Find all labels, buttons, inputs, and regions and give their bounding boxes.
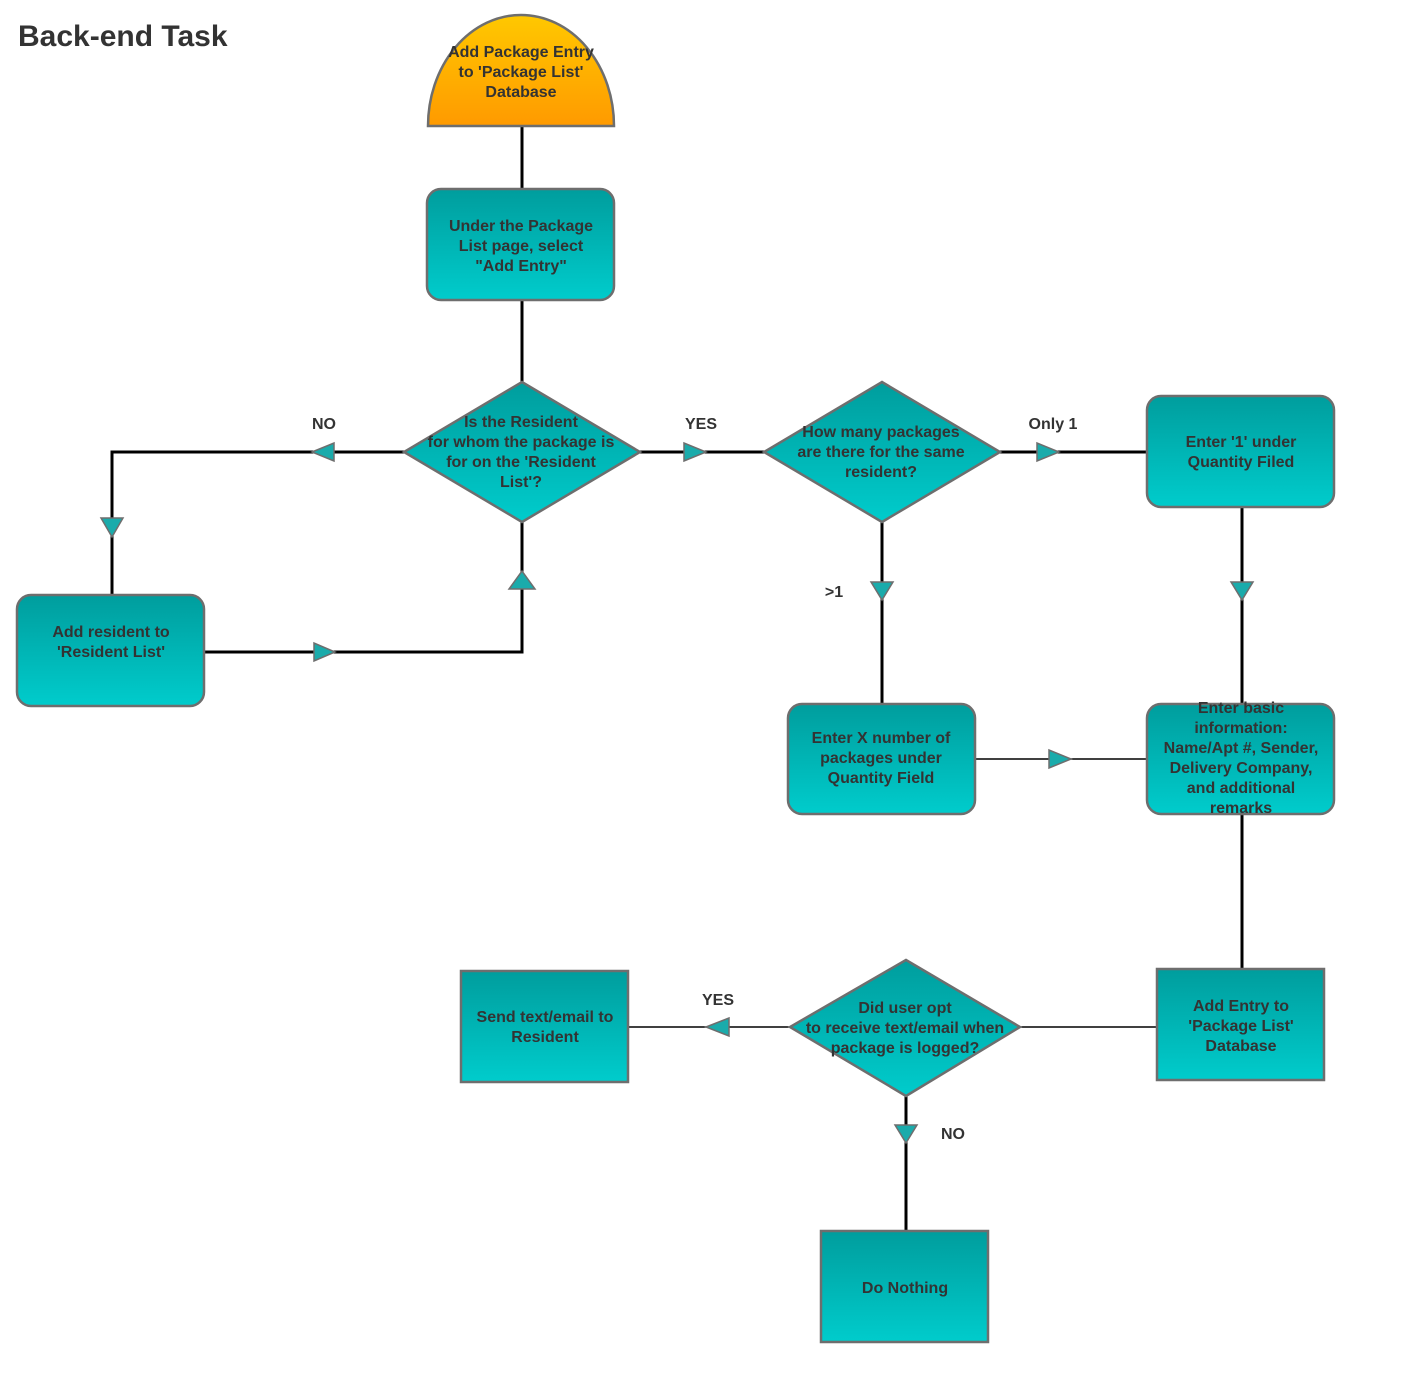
arrow-right-icon (683, 441, 708, 463)
node-label-line: 'Package List' (1188, 1018, 1293, 1035)
node-send-text-text: Send text/email to Resident (477, 1009, 614, 1046)
connector-decision-no-to-add-resident (110, 450, 404, 595)
node-do-nothing: Do Nothing (819, 1229, 990, 1344)
node-label-line: to 'Package List' (459, 64, 584, 81)
decision-resident-check: Is the Resident for whom the package is fo… (401, 380, 643, 524)
node-label-line: List page, select (459, 238, 584, 255)
decision-how-many-text: How many packages are there for the same r… (797, 424, 964, 481)
node-label-line: Enter '1' under (1186, 434, 1297, 451)
node-label-line: and additional (1187, 780, 1295, 797)
node-label-line: List'? (500, 474, 542, 491)
node-label-line: information: (1194, 720, 1287, 737)
decision-resident-check-text: Is the Resident for whom the package is fo… (428, 414, 615, 491)
decision-opt-in-text: Did user opt to receive text/email when pa… (806, 1000, 1004, 1057)
node-label-line: to receive text/email when (806, 1020, 1004, 1037)
node-label-line: How many packages (802, 424, 960, 441)
arrow-left-icon (703, 1016, 730, 1038)
arrowheads (99, 441, 1255, 1145)
node-label-line: Is the Resident (464, 414, 578, 431)
node-label-line: Quantity Filed (1188, 454, 1295, 471)
arrow-down-icon (869, 581, 895, 602)
node-label-line: Did user opt (858, 1000, 952, 1017)
node-label-line: Delivery Company, (1170, 760, 1313, 777)
node-add-resident: Add resident to 'Resident List' (15, 593, 206, 708)
node-send-text: Send text/email to Resident (459, 969, 630, 1084)
node-label-line: Do Nothing (862, 1280, 948, 1297)
node-label-line: are there for the same (797, 444, 964, 461)
node-label-line: Name/Apt #, Sender, (1164, 740, 1319, 757)
edge-label-yes: YES (685, 416, 717, 433)
arrow-down-icon (893, 1124, 919, 1145)
node-label-line: Quantity Field (828, 770, 935, 787)
connector-add-resident-to-decision (205, 522, 524, 654)
node-label-line: resident? (845, 464, 917, 481)
node-label-line: Enter basic (1198, 700, 1284, 717)
node-label-line: for whom the package is (428, 434, 615, 451)
node-start: Add Package Entry to 'Package List' Databa… (426, 13, 616, 128)
node-basic-info-text: Enter basic information: Name/Apt #, Sende… (1164, 700, 1319, 817)
node-label-line: Send text/email to (477, 1009, 614, 1026)
node-label-line: 'Resident List' (57, 644, 165, 661)
arrow-down-icon (99, 517, 125, 539)
node-add-entry-db-text: Add Entry to 'Package List' Database (1188, 998, 1293, 1055)
arrow-left-icon (310, 441, 335, 463)
connectors (110, 126, 1244, 1230)
node-add-resident-text: Add resident to 'Resident List' (52, 624, 170, 661)
arrow-up-icon (507, 569, 537, 590)
node-label-line: Under the Package (449, 218, 593, 235)
node-label-line: Add Package Entry (448, 44, 594, 61)
edge-label-only-one: Only 1 (1029, 416, 1078, 433)
node-start-text: Add Package Entry to 'Package List' Databa… (448, 44, 594, 101)
edge-label-yes: YES (702, 992, 734, 1009)
node-label-line: Add resident to (52, 624, 170, 641)
decision-opt-in: Did user opt to receive text/email when pa… (787, 958, 1023, 1098)
node-label-line: Database (1205, 1038, 1276, 1055)
edge-label-no: NO (941, 1126, 965, 1143)
node-basic-info: Enter basic information: Name/Apt #, Sende… (1145, 700, 1336, 817)
node-label-line: Enter X number of (812, 730, 951, 747)
node-label-line: for on the 'Resident (446, 454, 596, 471)
arrow-right-icon (313, 641, 337, 663)
node-add-entry-db: Add Entry to 'Package List' Database (1155, 967, 1326, 1082)
edge-labels: NO YES Only 1 >1 YES NO (312, 416, 1078, 1143)
node-label-line: package is logged? (831, 1040, 979, 1057)
node-label-line: Database (485, 84, 556, 101)
arrow-right-icon (1036, 441, 1061, 463)
arrow-right-icon (1048, 748, 1073, 770)
edge-label-no: NO (312, 416, 336, 433)
node-label-line: packages under (820, 750, 942, 767)
arrow-down-icon (1229, 581, 1255, 602)
decision-how-many: How many packages are there for the same r… (761, 380, 1003, 524)
node-label-line: Add Entry to (1193, 998, 1289, 1015)
node-label-line: "Add Entry" (475, 258, 567, 275)
node-label-line: Resident (511, 1029, 579, 1046)
diagram-title: Back-end Task (18, 20, 228, 53)
node-label-line: remarks (1210, 800, 1272, 817)
edge-label-more-than-one: >1 (825, 584, 843, 601)
node-do-nothing-text: Do Nothing (862, 1280, 948, 1297)
